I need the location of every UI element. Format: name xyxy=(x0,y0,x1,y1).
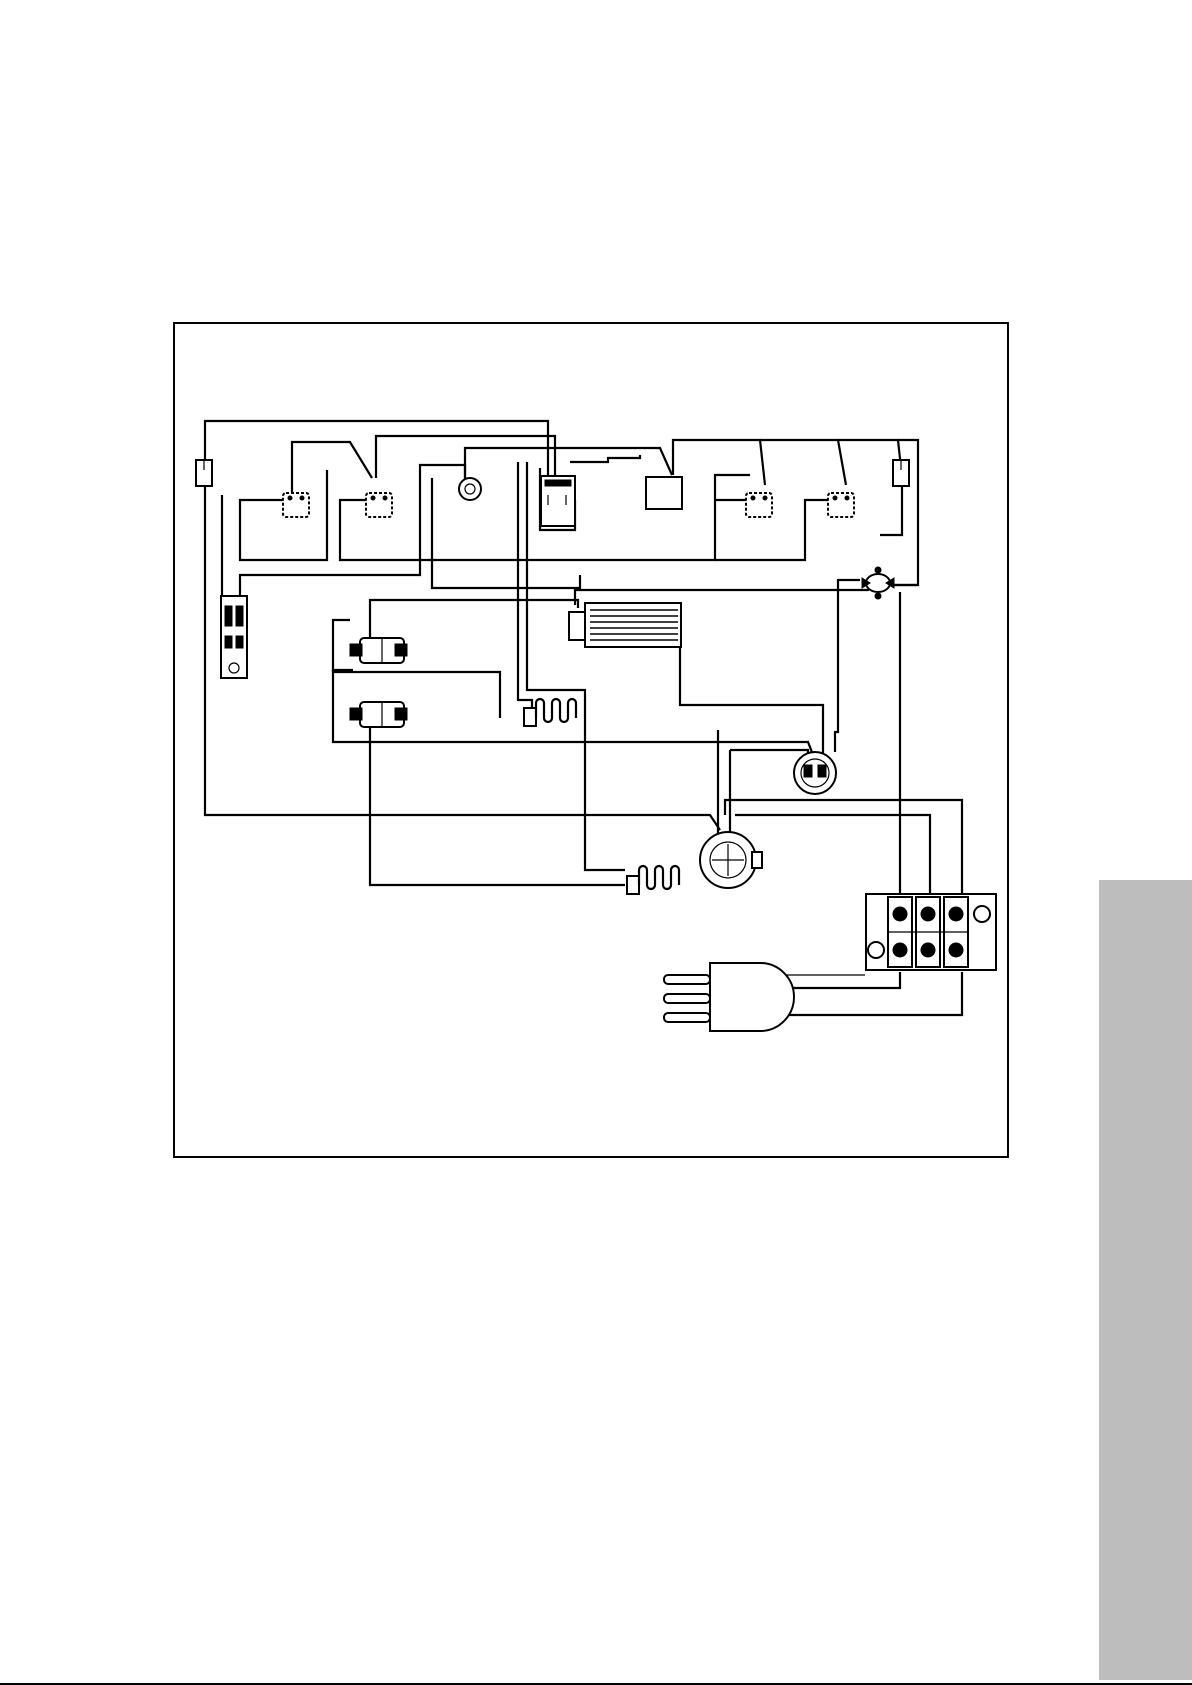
switch-1 xyxy=(283,493,309,517)
heater-block xyxy=(569,603,681,647)
relay xyxy=(541,476,575,526)
section-tab xyxy=(1099,880,1192,1680)
heating-element-2 xyxy=(627,866,679,894)
terminal-block xyxy=(866,894,996,970)
lamp xyxy=(459,478,481,500)
terminal-right xyxy=(893,460,909,486)
power-plug xyxy=(664,963,794,1031)
motor-small xyxy=(794,752,836,794)
switch-4 xyxy=(828,493,854,517)
thermostat xyxy=(862,567,894,599)
motor-main xyxy=(700,832,762,888)
switch-3 xyxy=(746,493,772,517)
solenoid-valve-1 xyxy=(350,638,407,663)
contactor xyxy=(221,596,247,678)
switch-2 xyxy=(366,493,392,517)
solenoid-valve-2 xyxy=(350,702,407,727)
terminal-left xyxy=(196,460,212,486)
timer-box xyxy=(646,477,682,509)
